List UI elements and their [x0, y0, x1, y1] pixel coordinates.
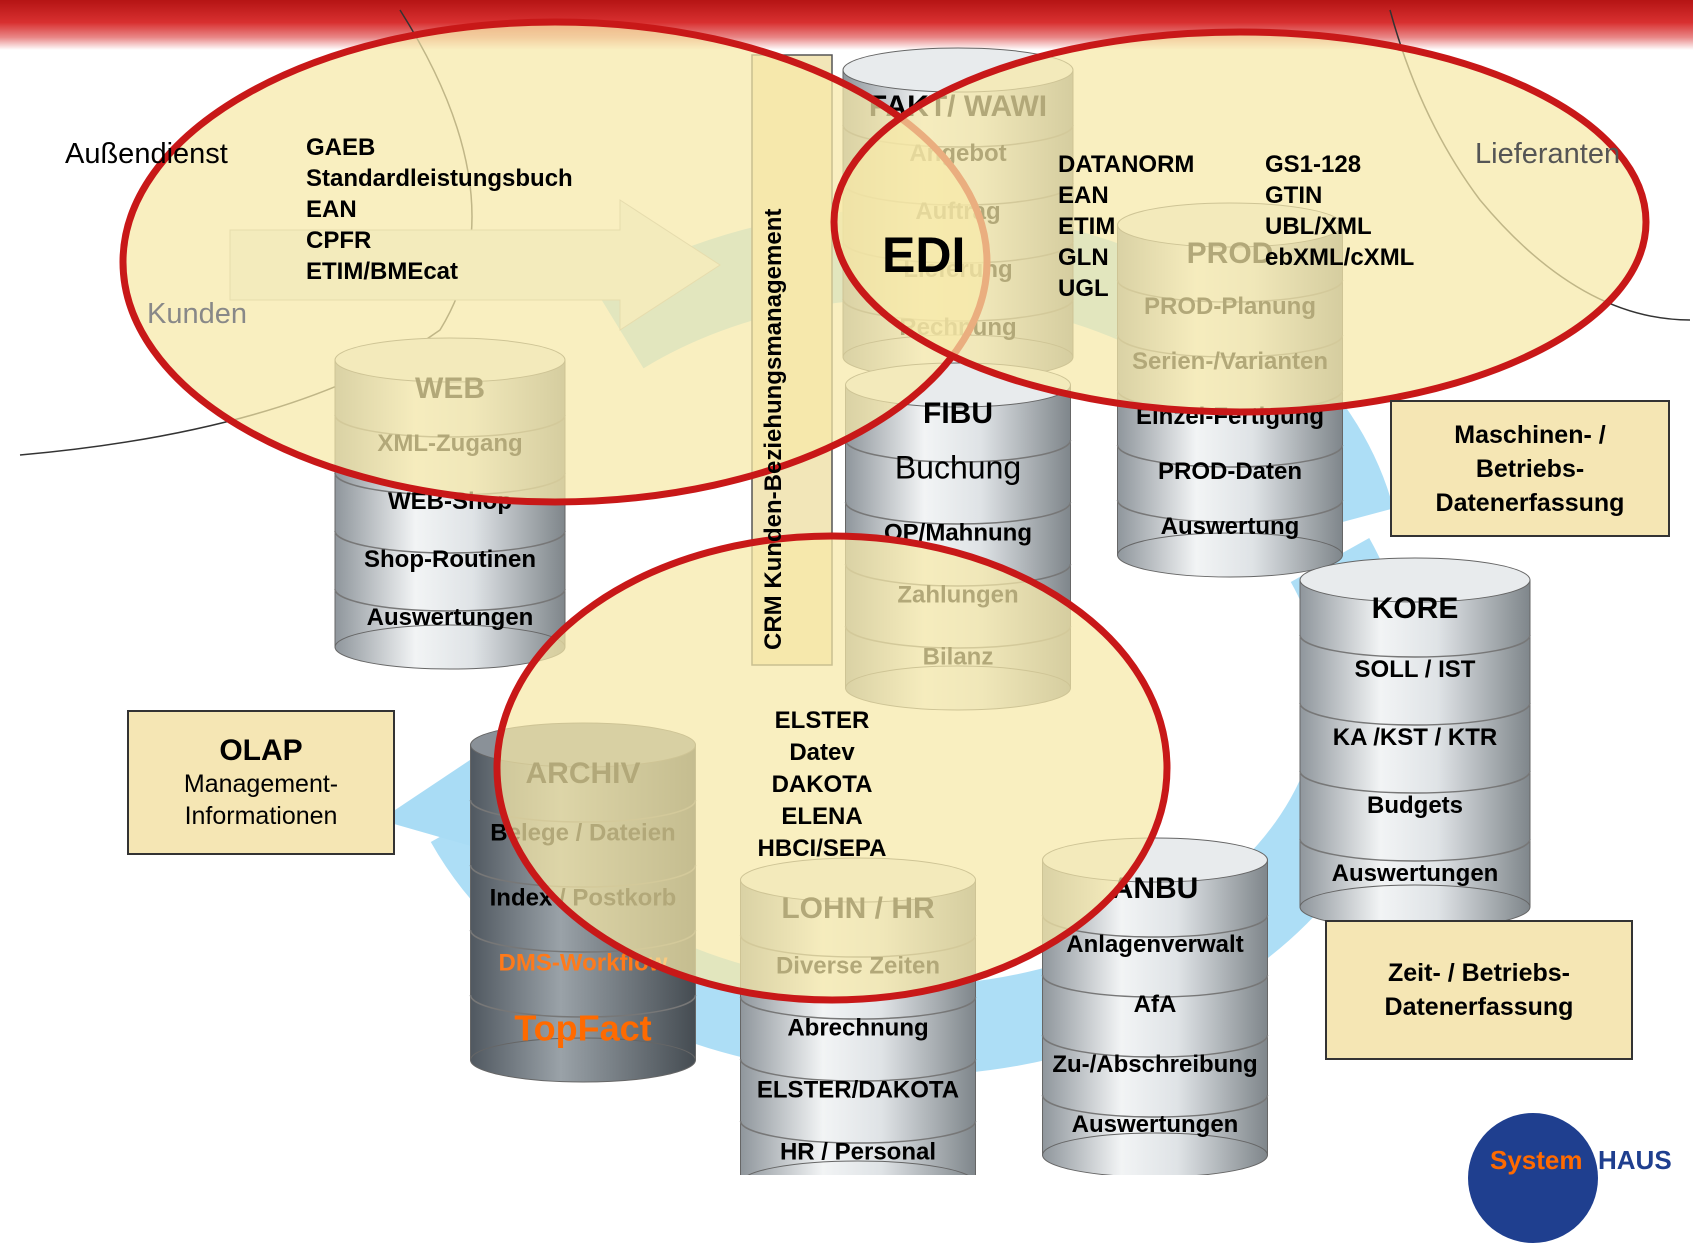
- db-brand-archiv: TopFact: [514, 1008, 651, 1049]
- db-row-lohn-2: ELSTER/DAKOTA: [757, 1076, 959, 1103]
- db-row-kore-0: SOLL / IST: [1355, 656, 1476, 683]
- systemhaus-logo: [1468, 1113, 1598, 1243]
- db-row-lohn-3: HR / Personal: [780, 1138, 936, 1165]
- db-row-kore-2: Budgets: [1367, 792, 1463, 819]
- db-row-kore-3: Auswertungen: [1332, 860, 1499, 887]
- zeit-box: Zeit- / Betriebs- Datenerfassung: [1325, 920, 1633, 1060]
- db-title-kore: KORE: [1372, 592, 1459, 625]
- header-bar: [0, 0, 1693, 50]
- left-standard-0: GAEB: [306, 134, 375, 161]
- ellipse-bottom: [493, 532, 1171, 1004]
- db-row-prod-4: Auswertung: [1161, 513, 1300, 540]
- db-row-anbu-3: Auswertungen: [1072, 1111, 1239, 1138]
- db-row-prod-3: PROD-Daten: [1158, 458, 1302, 485]
- left-standard-3: CPFR: [306, 227, 371, 254]
- bottom-standard-1: Datev: [789, 739, 855, 766]
- bottom-standard-0: ELSTER: [775, 707, 870, 734]
- people-label-aussendienst: Außendienst: [65, 138, 228, 170]
- ellipse-right: [830, 28, 1650, 416]
- people-label-kunden: Kunden: [147, 298, 247, 330]
- bottom-standard-2: DAKOTA: [772, 771, 873, 798]
- olap-box: OLAP Management- Informationen: [127, 710, 395, 855]
- right-standard-a-3: GLN: [1058, 244, 1109, 271]
- edi-label: EDI: [882, 227, 965, 283]
- right-standard-a-1: EAN: [1058, 182, 1109, 209]
- right-standard-b-2: UBL/XML: [1265, 213, 1372, 240]
- logo-text-haus: HAUS: [1598, 1145, 1672, 1175]
- db-row-lohn-1: Abrechnung: [787, 1014, 928, 1041]
- people-label-lieferanten: Lieferanten: [1475, 138, 1621, 170]
- crm-label: CRM Kunden-Beziehungsmanagement: [760, 209, 790, 650]
- db-row-anbu-1: AfA: [1134, 991, 1177, 1018]
- db-row-web-3: Auswertungen: [367, 604, 534, 631]
- maschinen-box: Maschinen- / Betriebs- Datenerfassung: [1390, 400, 1670, 537]
- zeit-line-2: Datenerfassung: [1384, 993, 1574, 1021]
- diagram-canvas: WEBXML-ZugangWEB-ShopShop-RoutinenAuswer…: [19, 9, 1691, 1175]
- maschinen-line-1: Maschinen- /: [1454, 420, 1606, 449]
- left-standard-4: ETIM/BMEcat: [306, 258, 458, 285]
- maschinen-line-2: Betriebs-: [1475, 454, 1585, 483]
- db-row-kore-1: KA /KST / KTR: [1333, 724, 1497, 751]
- right-standard-a-0: DATANORM: [1058, 151, 1194, 178]
- maschinen-line-3: Datenerfassung: [1435, 488, 1625, 517]
- db-row-fibu-0: Buchung: [895, 449, 1021, 485]
- bottom-standard-4: HBCI/SEPA: [758, 835, 887, 862]
- right-standard-b-3: ebXML/cXML: [1265, 244, 1414, 271]
- zeit-line-1: Zeit- / Betriebs-: [1388, 959, 1570, 987]
- db-stack-kore: KORE SOLL / IST KA /KST / KTR BudgetsAuswer…: [1299, 557, 1531, 930]
- right-standard-a-2: ETIM: [1058, 213, 1115, 240]
- db-row-web-2: Shop-Routinen: [364, 546, 536, 573]
- right-standard-b-0: GS1-128: [1265, 151, 1361, 178]
- left-standard-1: Standardleistungsbuch: [306, 165, 573, 192]
- left-standard-2: EAN: [306, 196, 357, 223]
- right-standard-a-4: UGL: [1058, 275, 1109, 302]
- olap-line-2: Informationen: [184, 801, 338, 830]
- db-row-anbu-2: Zu-/Abschreibung: [1052, 1051, 1257, 1078]
- olap-line-1: Management-: [183, 769, 339, 798]
- olap-title: OLAP: [219, 733, 303, 767]
- right-standard-b-1: GTIN: [1265, 182, 1322, 209]
- bottom-standard-3: ELENA: [781, 803, 862, 830]
- logo-text-system: System: [1490, 1145, 1583, 1175]
- db-row-anbu-0: Anlagenverwalt: [1066, 931, 1243, 958]
- db-title-fibu: FIBU: [923, 397, 993, 430]
